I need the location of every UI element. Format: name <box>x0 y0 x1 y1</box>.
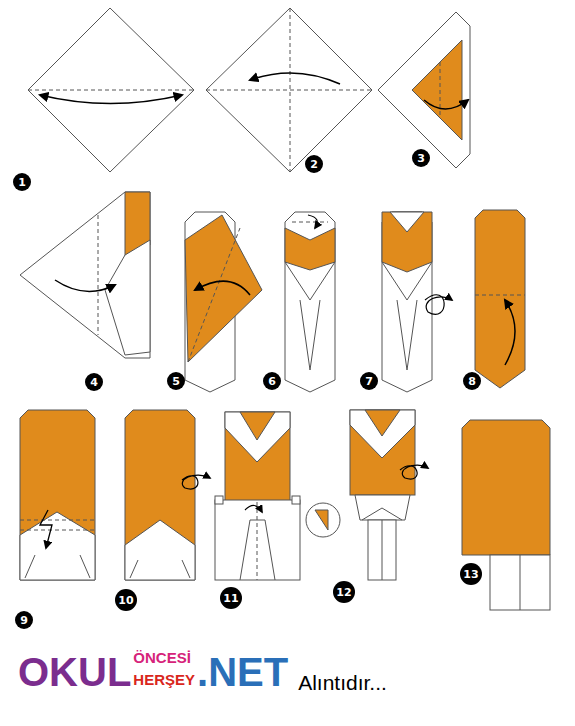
step-number: 12 <box>333 581 355 603</box>
callout-number: 13 <box>463 568 478 581</box>
step-number: 7 <box>360 372 378 390</box>
logo-text: OKUL <box>18 652 131 692</box>
step-number: 10 <box>115 589 137 611</box>
step-number: 2 <box>305 155 323 173</box>
logo-text: ÖNCESİ <box>133 650 191 665</box>
callout-number: 6 <box>268 375 276 388</box>
callout-number: 12 <box>336 586 351 599</box>
callout-number: 11 <box>223 592 238 605</box>
callout-number: 2 <box>310 158 318 171</box>
callout-number: 7 <box>365 375 373 388</box>
logo-text: HERŞEY <box>133 672 195 687</box>
callout-number: 8 <box>468 375 476 388</box>
callout-number: 3 <box>417 152 425 165</box>
step-number: 11 <box>220 587 242 609</box>
step-number: 1 <box>13 173 31 191</box>
step-number: 6 <box>263 372 281 390</box>
source-note: Alıntıdır... <box>298 672 387 693</box>
callout-number: 5 <box>172 375 180 388</box>
step-number: 4 <box>85 373 103 391</box>
callout-number: 10 <box>118 594 133 607</box>
step-number: 3 <box>412 149 430 167</box>
step-number: 9 <box>15 611 33 629</box>
callout-number: 9 <box>20 614 28 627</box>
step-number: 13 <box>460 563 482 585</box>
logo-text: .NET <box>197 652 288 692</box>
step-number: 8 <box>463 372 481 390</box>
callout-number: 4 <box>90 376 98 389</box>
callout-number: 1 <box>18 176 26 189</box>
step-number: 5 <box>167 372 185 390</box>
